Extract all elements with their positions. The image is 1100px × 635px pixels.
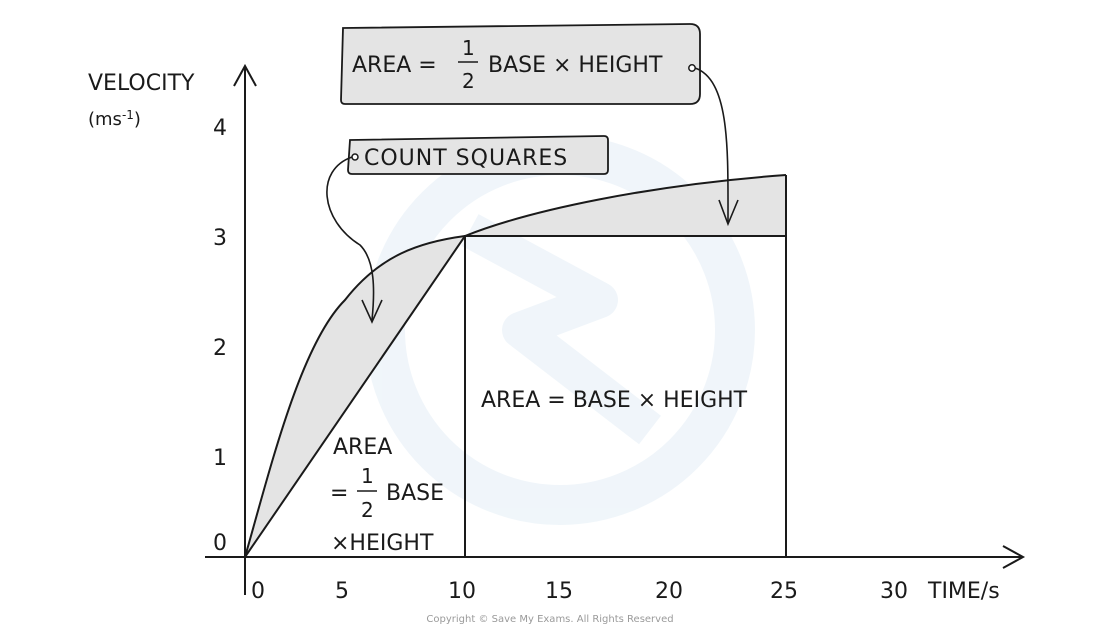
count-squares-pin (351, 153, 359, 161)
top-callout-suffix: BASE × HEIGHT (488, 53, 663, 78)
count-squares-arrowhead (361, 299, 383, 324)
top-callout-arrow (694, 67, 729, 223)
y-tick-labels: 0 1 2 3 4 (213, 116, 227, 556)
triangle-hypotenuse (244, 235, 466, 558)
rectangle-area-label: AREA = BASE × HEIGHT (481, 388, 748, 413)
triangle-numerator: 1 (361, 464, 374, 488)
triangle-base-word: BASE (386, 481, 444, 506)
y-tick-label: 4 (213, 116, 227, 141)
y-tick-label: 3 (213, 226, 227, 251)
top-callout-arrowhead (718, 199, 739, 227)
rectangle-area (464, 235, 787, 558)
triangle-area-word: AREA (333, 435, 392, 460)
triangle-height-word: ×HEIGHT (331, 531, 434, 556)
x-tick-label: 10 (448, 579, 476, 604)
x-tick-label: 15 (545, 579, 573, 604)
y-axis-arrowhead (233, 63, 257, 87)
y-axis-title: VELOCITY (88, 71, 195, 96)
x-axis-title: TIME/s (927, 579, 1000, 604)
count-squares-box (347, 135, 609, 175)
y-tick-label: 0 (213, 531, 227, 556)
y-axis-unit: (ms-1) (88, 108, 141, 130)
top-callout-pin (688, 64, 696, 72)
count-squares-label: COUNT SQUARES (364, 146, 568, 171)
top-callout-numerator: 1 (462, 36, 475, 60)
copyright-notice: Copyright © Save My Exams. All Rights Re… (426, 614, 673, 625)
x-tick-labels: 0 5 10 15 20 25 30 (251, 579, 908, 604)
count-squares-region-upper (465, 175, 786, 236)
x-tick-label: 30 (880, 579, 908, 604)
velocity-curve (244, 174, 787, 558)
x-tick-label: 5 (335, 579, 349, 604)
count-squares-arrow (326, 156, 375, 321)
count-squares-callout: COUNT SQUARES (347, 135, 609, 175)
triangle-denominator: 2 (361, 498, 374, 522)
top-callout-box (340, 23, 701, 105)
triangle-equals: = (330, 481, 348, 506)
y-tick-label: 1 (213, 446, 227, 471)
x-tick-label: 25 (770, 579, 798, 604)
x-axis-arrowhead (1002, 545, 1026, 569)
y-tick-label: 2 (213, 336, 227, 361)
top-callout-denominator: 2 (462, 69, 475, 93)
x-tick-label: 0 (251, 579, 265, 604)
top-callout: AREA = 1 2 BASE × HEIGHT (340, 23, 701, 105)
triangle-area-label: AREA = 1 2 BASE ×HEIGHT (330, 435, 444, 556)
top-callout-prefix: AREA = (352, 53, 437, 78)
x-tick-label: 20 (655, 579, 683, 604)
